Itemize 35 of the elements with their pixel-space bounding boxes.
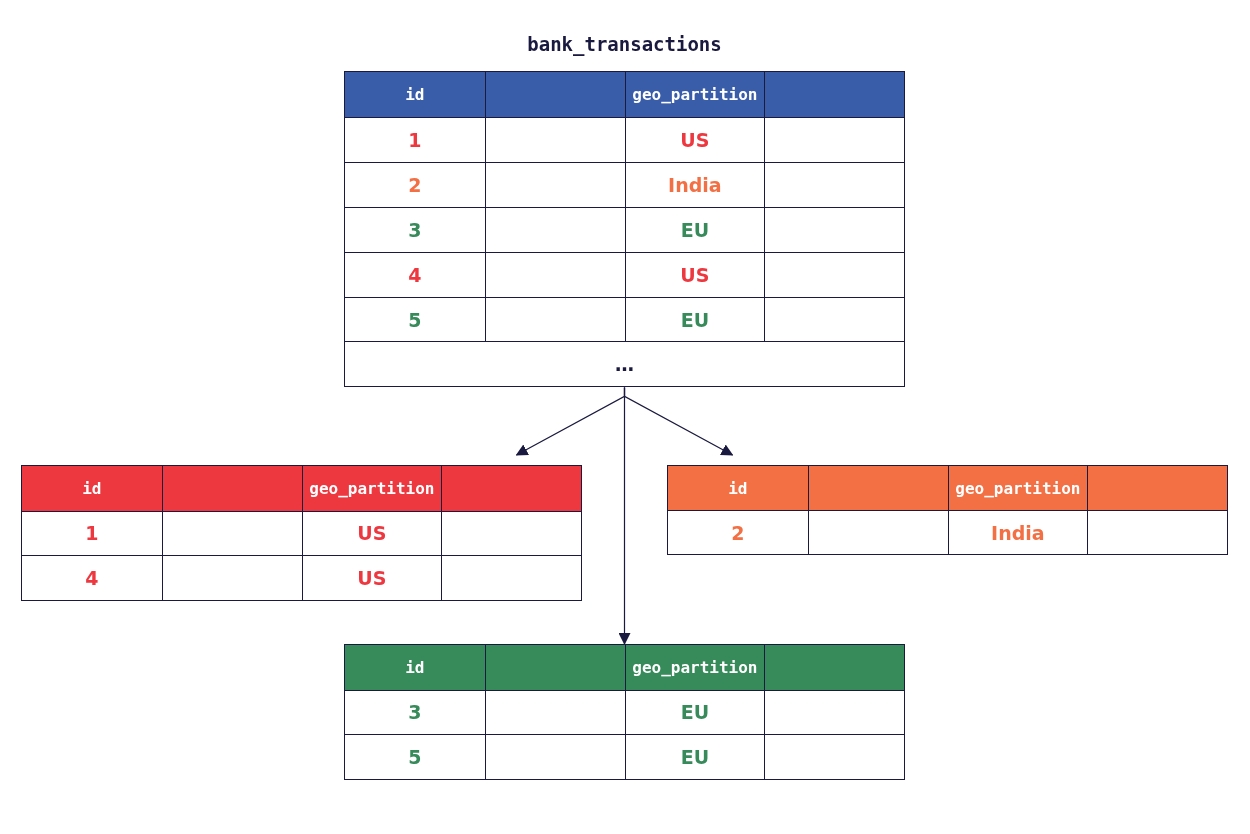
data-table [344,71,905,388]
data-table [667,465,1228,556]
table-title: bank_transactions [526,33,723,55]
arrow [623,386,734,456]
table-cell: US [301,555,442,600]
table-cell: EU [624,296,765,342]
header-cell: id [345,72,485,117]
table-cell: 2 [668,510,808,555]
table-cell: 3 [345,206,485,252]
header-cell: geo_partition [301,466,442,511]
table-cell: 2 [345,161,485,207]
table-cell: … [345,341,904,387]
table-cell: 3 [345,689,485,735]
header-cell: id [668,466,808,511]
table-cell: EU [624,734,765,779]
table-cell: US [624,116,765,162]
table-cell: EU [624,206,765,252]
table-cell: 1 [22,510,162,556]
table-cell: 5 [345,296,485,342]
table-cell: US [301,510,442,556]
table-cell: 4 [22,555,162,600]
table-cell: EU [624,689,765,735]
table-cell: India [947,510,1088,555]
table-cell: US [624,251,765,297]
data-table [344,644,905,780]
header-cell: id [22,466,162,511]
table-cell: 5 [345,734,485,779]
table-cell: 4 [345,251,485,297]
table-cell: 1 [345,116,485,162]
header-cell: geo_partition [624,72,765,117]
table-cell: India [624,161,765,207]
data-table [21,465,582,601]
header-cell: geo_partition [624,645,765,690]
header-cell: id [345,645,485,690]
header-cell: geo_partition [947,466,1088,511]
